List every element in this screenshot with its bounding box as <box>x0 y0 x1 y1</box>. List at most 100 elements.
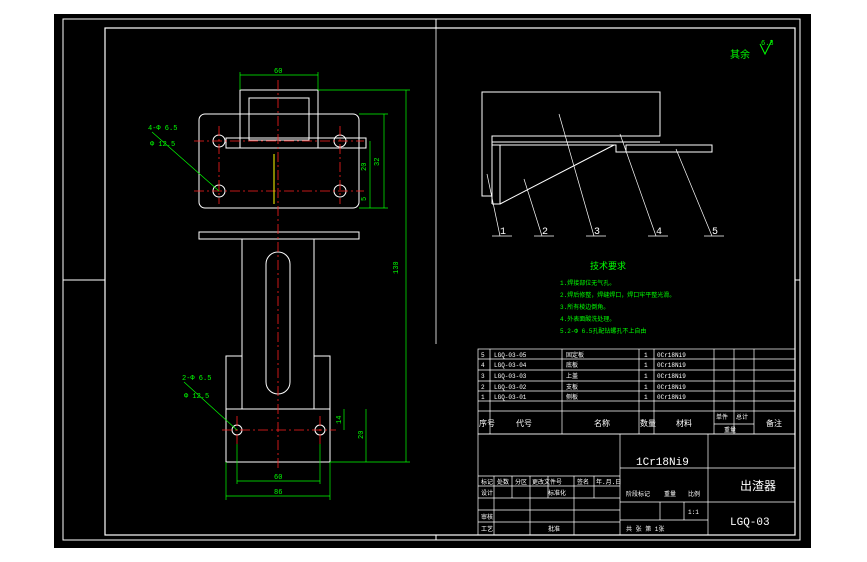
svg-text:32: 32 <box>374 158 382 166</box>
svg-text:5.2-Ф 6.5孔配钻螺孔不上自由: 5.2-Ф 6.5孔配钻螺孔不上自由 <box>560 327 646 335</box>
svg-text:签名: 签名 <box>577 478 589 486</box>
svg-text:1.焊接部位无气孔。: 1.焊接部位无气孔。 <box>560 279 615 287</box>
part-numbers: 1 2 3 4 5 <box>500 227 718 238</box>
svg-text:年.月.日: 年.月.日 <box>596 478 621 486</box>
corner-note: 其余 <box>730 48 750 62</box>
cad-drawing: 其余 6.3 <box>62 18 801 541</box>
svg-text:工艺: 工艺 <box>481 525 493 533</box>
svg-text:1:1: 1:1 <box>688 509 699 516</box>
svg-text:1: 1 <box>644 352 648 359</box>
svg-text:名称: 名称 <box>594 418 610 429</box>
svg-text:3: 3 <box>481 373 485 380</box>
svg-text:LGQ-03-05: LGQ-03-05 <box>494 352 527 359</box>
tech-requirements: 技术要求 1.焊接部位无气孔。 2.焊后修整，焊缝焊口，焊口牢平整光滑。 3.所… <box>560 260 675 335</box>
svg-text:总计: 总计 <box>736 413 748 421</box>
svg-text:共 张 第 1张: 共 张 第 1张 <box>626 525 664 533</box>
svg-text:重量: 重量 <box>664 490 676 498</box>
drawing-canvas[interactable]: 其余 6.3 <box>54 14 811 548</box>
svg-text:LGQ-03-01: LGQ-03-01 <box>494 394 527 401</box>
svg-text:4.外表面酸洗处理。: 4.外表面酸洗处理。 <box>560 315 615 323</box>
bom-header: 序号 代号 名称 数量 材料 单件 总计 重量 备注 <box>479 413 782 434</box>
svg-text:0Cr18Ni9: 0Cr18Ni9 <box>657 384 686 391</box>
svg-text:序号: 序号 <box>479 418 495 429</box>
svg-text:设计: 设计 <box>481 489 493 497</box>
svg-text:2: 2 <box>481 384 485 391</box>
svg-text:2-Ф 6.5: 2-Ф 6.5 <box>182 375 211 383</box>
svg-text:0Cr18Ni9: 0Cr18Ni9 <box>657 362 686 369</box>
svg-text:0Cr18Ni9: 0Cr18Ni9 <box>657 373 686 380</box>
svg-text:数量: 数量 <box>640 418 656 429</box>
material-name: 1Cr18Ni9 <box>636 457 689 469</box>
svg-text:130: 130 <box>393 261 401 274</box>
svg-text:Ф 12.5: Ф 12.5 <box>150 141 175 149</box>
svg-text:20: 20 <box>361 163 369 171</box>
svg-text:更改文件号: 更改文件号 <box>532 478 562 486</box>
svg-text:3: 3 <box>594 227 600 238</box>
tech-title: 技术要求 <box>590 260 626 272</box>
svg-text:1: 1 <box>644 384 648 391</box>
svg-text:1: 1 <box>481 394 485 401</box>
title-block-text: 1Cr18Ni9 出渣器 LGQ-03 标记 处数 分区 更改文件号 签名 年.… <box>481 457 776 533</box>
bom-table <box>477 348 796 435</box>
svg-text:4: 4 <box>656 227 662 238</box>
svg-text:1: 1 <box>644 394 648 401</box>
upper-plate <box>198 113 360 209</box>
svg-text:5: 5 <box>481 352 485 359</box>
svg-text:底板: 底板 <box>566 361 578 369</box>
svg-text:单件: 单件 <box>716 413 728 421</box>
svg-text:3.所有棱边倒角。: 3.所有棱边倒角。 <box>560 303 609 311</box>
svg-text:Ф 12.5: Ф 12.5 <box>184 393 209 401</box>
svg-text:1: 1 <box>500 227 506 238</box>
lower-base <box>225 355 331 463</box>
svg-text:处数: 处数 <box>497 478 509 486</box>
svg-text:材料: 材料 <box>676 418 692 429</box>
side-view: 1 2 3 4 5 <box>481 91 724 238</box>
svg-text:标记: 标记 <box>481 478 493 486</box>
inner-border <box>104 27 796 536</box>
front-dim-labels: 60 130 32 20 5 14 20 60 86 4-Ф 6.5 Ф 12.… <box>148 68 401 497</box>
svg-text:20: 20 <box>358 431 366 439</box>
svg-text:60: 60 <box>274 474 282 482</box>
svg-text:2.焊后修整，焊缝焊口，焊口牢平整光滑。: 2.焊后修整，焊缝焊口，焊口牢平整光滑。 <box>560 291 675 299</box>
svg-text:1: 1 <box>644 373 648 380</box>
svg-text:比例: 比例 <box>688 490 700 498</box>
front-dimensions <box>151 72 410 500</box>
svg-text:14: 14 <box>336 416 344 424</box>
svg-text:5: 5 <box>361 197 369 201</box>
surface-finish-symbol: 6.3 <box>759 39 774 56</box>
svg-text:86: 86 <box>274 489 282 497</box>
svg-text:重量: 重量 <box>724 426 736 434</box>
svg-text:LGQ-03-02: LGQ-03-02 <box>494 384 527 391</box>
front-view <box>194 80 367 470</box>
svg-text:支板: 支板 <box>566 383 578 391</box>
svg-text:1: 1 <box>644 362 648 369</box>
svg-text:2: 2 <box>542 227 548 238</box>
svg-text:阶段标记: 阶段标记 <box>626 490 650 498</box>
upper-rib <box>225 137 367 149</box>
bom-rows: 5 LGQ-03-05 固定板 1 0Cr18Ni9 4 LGQ-03-04 底… <box>481 351 686 401</box>
svg-text:LGQ-03-04: LGQ-03-04 <box>494 362 527 369</box>
svg-text:标准化: 标准化 <box>548 489 566 497</box>
svg-text:备注: 备注 <box>766 418 782 429</box>
part-name: 出渣器 <box>740 479 776 494</box>
svg-text:4: 4 <box>481 362 485 369</box>
svg-text:60: 60 <box>274 68 282 76</box>
svg-text:6.3: 6.3 <box>761 40 774 48</box>
svg-text:5: 5 <box>712 227 718 238</box>
title-block <box>477 433 796 536</box>
outer-border <box>62 18 801 541</box>
svg-text:LGQ-03-03: LGQ-03-03 <box>494 373 527 380</box>
svg-text:批准: 批准 <box>548 525 560 533</box>
svg-text:4-Ф 6.5: 4-Ф 6.5 <box>148 125 177 133</box>
svg-text:审核: 审核 <box>481 513 493 521</box>
svg-text:分区: 分区 <box>515 478 527 486</box>
side-top-frame <box>481 91 661 197</box>
drawing-number: LGQ-03 <box>730 517 770 529</box>
svg-text:代号: 代号 <box>516 418 532 429</box>
svg-text:侧板: 侧板 <box>566 393 578 401</box>
mid-bar <box>198 231 360 240</box>
svg-text:上盖: 上盖 <box>566 372 578 380</box>
handle-outer <box>239 89 319 149</box>
svg-text:固定板: 固定板 <box>566 351 584 359</box>
